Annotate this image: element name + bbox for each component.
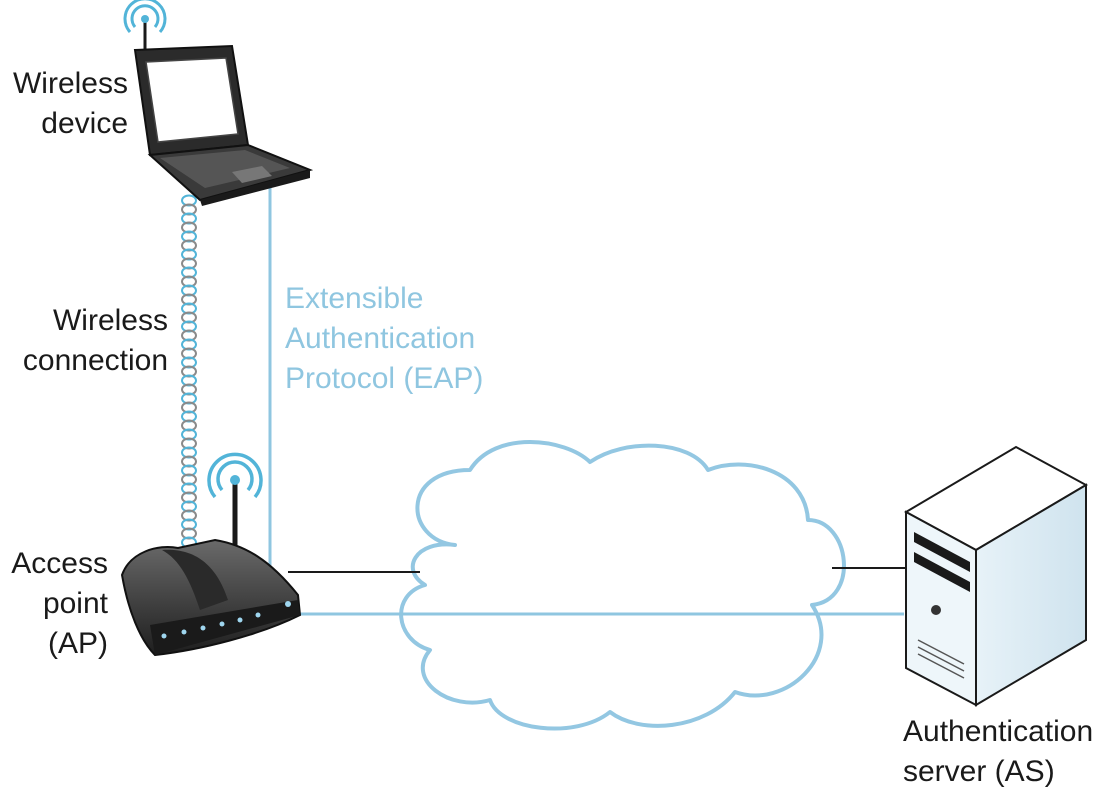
eap-label-line3: Protocol (EAP) [285,362,484,395]
wireless-connection-coil [181,194,197,549]
laptop-icon [133,20,314,206]
authentication-server-label-line2: server (AS) [903,755,1055,788]
wireless-connection-label-line2: connection [22,344,168,377]
wired-connection [288,567,906,573]
wireless-device-label-line2: device [41,107,128,140]
access-point-label-line1: Access [11,547,108,580]
wireless-connection-label: Wireless connection [23,301,168,381]
router-icon [120,482,302,657]
wireless-device-label: Wireless device [13,64,128,144]
cloud-icon [399,440,846,731]
access-point-label-line3: (AP) [48,627,108,660]
wifi-signal-icon [123,0,167,33]
wifi-signal-icon [207,452,263,499]
eap-label-line2: Authentication [285,322,476,355]
eap-label: Extensible Authentication Protocol (EAP) [285,279,483,399]
access-point-label: Access point (AP) [11,544,108,664]
server-icon [903,445,1089,707]
wireless-device-label-line1: Wireless [12,67,128,100]
wireless-connection-label-line1: Wireless [52,304,168,337]
access-point-label-line2: point [42,587,108,620]
eap-label-line1: Extensible [285,282,424,315]
authentication-server-label: Authentication server (AS) [903,712,1093,792]
authentication-server-label-line1: Authentication [903,715,1094,748]
